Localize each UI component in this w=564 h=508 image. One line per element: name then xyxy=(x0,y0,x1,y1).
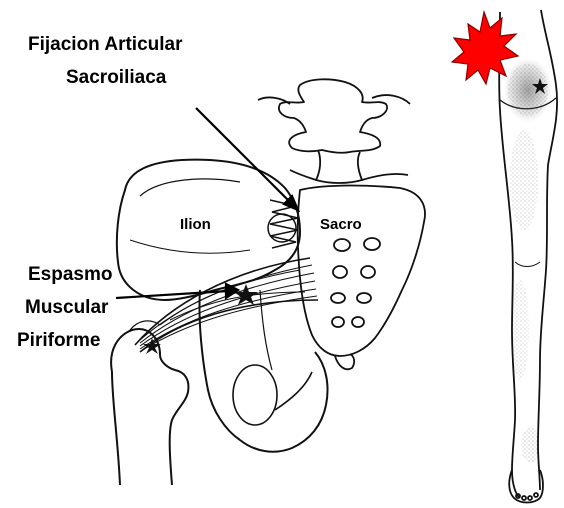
label-sacro: Sacro xyxy=(320,216,362,234)
arrow-fijacion xyxy=(196,108,298,210)
pain-referral-shading xyxy=(504,58,552,463)
label-espasmo-line1: Espasmo xyxy=(28,262,112,288)
label-espasmo-line3: Piriforme xyxy=(17,328,100,354)
pelvis-lower xyxy=(233,365,312,425)
label-fijacion-line2: Sacroiliaca xyxy=(66,65,166,91)
piriformis-muscle xyxy=(135,258,318,352)
label-fijacion-line1: Fijacion Articular xyxy=(28,32,183,58)
label-espasmo-line2: Muscular xyxy=(25,295,108,321)
label-ilion: Ilion xyxy=(180,216,211,234)
